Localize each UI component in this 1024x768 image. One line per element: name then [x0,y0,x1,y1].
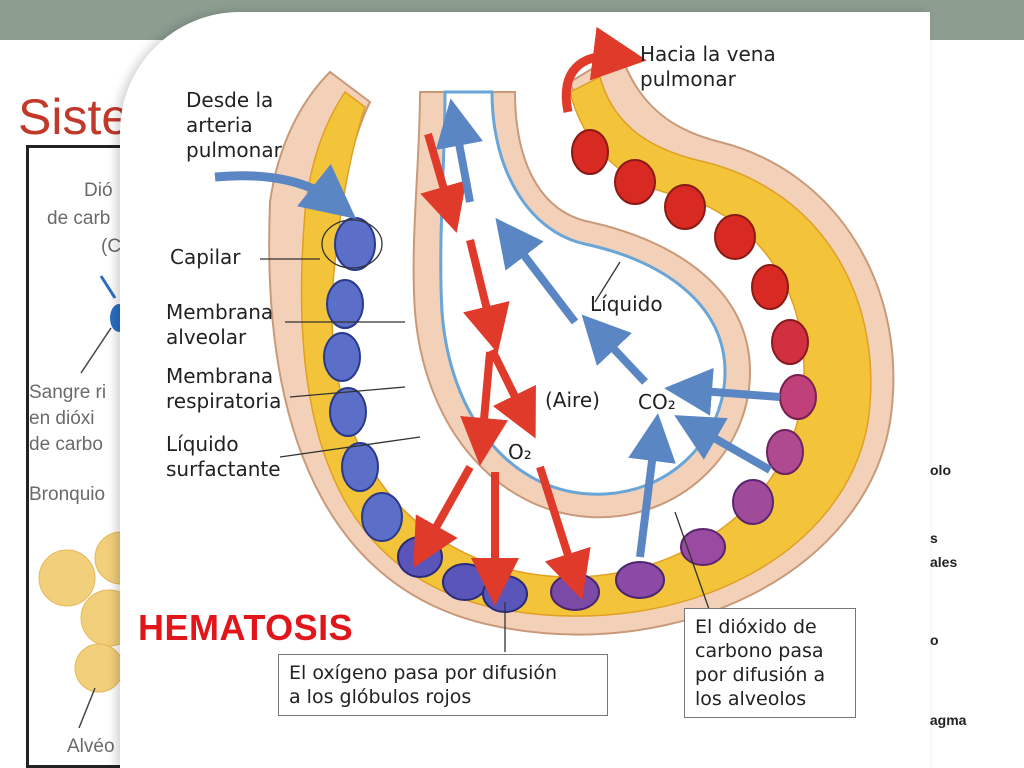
label-respiratory-membrane: Membrana [166,364,274,388]
hematosis-figure-card: Desde la arteria pulmonar Hacia la vena … [120,12,930,768]
oxygen-diffusion-box: El oxígeno pasa por difusión a los glóbu… [278,654,608,716]
oxygen-arrows [413,132,591,606]
blood-cell-oxygen-poor [329,387,367,437]
blood-cell-oxygen-poor [326,279,364,329]
background-right-label: s [930,530,938,546]
background-label: de carbo [29,434,103,455]
co2-box-line: carbono pasa [695,640,824,662]
oxygen-box-line: El oxígeno pasa por difusión [289,662,558,684]
blood-cell-transitional [779,374,817,420]
background-right-label: ales [930,554,958,570]
inflow-arrow [214,164,357,219]
alveolus-diagram [214,26,895,652]
co2-diffusion-box: El dióxido de carbono pasa por difusión … [684,608,856,718]
background-right-label: olo [930,462,951,478]
outflow-arrow [561,26,647,113]
label-surfactant: Líquido [166,432,239,456]
co2-box-line: por difusión a [695,664,826,686]
co2-box-line: El dióxido de [695,616,817,638]
background-label: Dió [84,180,113,201]
blood-cell-oxygen-rich [751,264,789,310]
co2-box-line: los alveolos [695,688,807,710]
background-label: de carb [47,208,111,229]
label-liquid: Líquido [590,292,663,316]
background-label: Bronquio [29,484,106,505]
slide-title: Siste [18,89,130,145]
blood-cell-oxygen-poor [397,536,443,578]
blood-cell-transitional [615,561,665,599]
blood-cell-oxygen-rich [614,159,656,205]
blood-cell-oxygen-poor [341,442,379,492]
blood-cell-transitional [766,429,804,475]
label-alveolar-membrane: alveolar [166,325,247,349]
background-label: en dióxi [29,408,95,429]
label-from-artery: pulmonar [186,138,282,162]
label-from-artery: arteria [186,113,253,137]
background-label: Alvéo [67,736,115,757]
blood-cell-oxygen-rich [664,184,706,230]
blood-cell-oxygen-rich [571,129,609,175]
blood-cell-oxygen-rich [771,319,809,365]
blood-cell-transitional [550,573,600,611]
blood-cell-oxygen-poor [334,217,376,271]
oxygen-box-line: a los glóbulos rojos [289,686,472,708]
label-capillary: Capilar [170,245,241,269]
label-surfactant: surfactante [166,457,281,481]
leader-lines [260,219,711,652]
blood-cell-oxygen-poor [361,492,403,542]
blood-cell-oxygen-rich [714,214,756,260]
label-respiratory-membrane: respiratoria [166,389,282,413]
label-co2: CO₂ [638,390,676,414]
label-to-vein: Hacia la vena [640,42,776,66]
background-right-label: o [930,632,939,648]
blood-cell-oxygen-poor [442,563,488,601]
label-air: (Aire) [545,388,600,412]
hematosis-caption: HEMATOSIS [138,607,354,648]
label-to-vein: pulmonar [640,67,736,91]
blood-cell-transitional [732,479,774,525]
blood-cell-transitional [680,528,726,566]
background-label: (C [101,236,122,257]
blood-cell-oxygen-poor [323,332,361,382]
label-o2: O₂ [508,440,532,464]
label-from-artery: Desde la [186,88,274,112]
carbon-dioxide-arrows [435,98,781,558]
background-label: Sangre ri [29,382,107,403]
label-alveolar-membrane: Membrana [166,300,274,324]
